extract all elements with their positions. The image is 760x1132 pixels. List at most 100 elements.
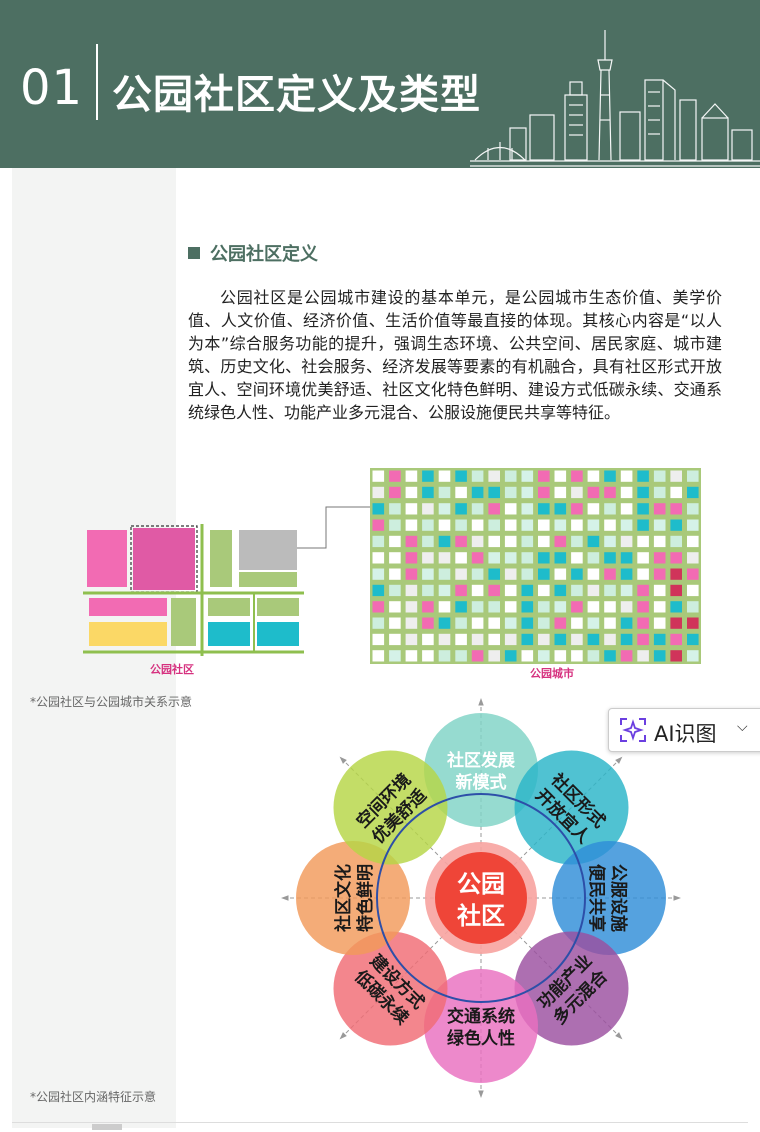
- city-block: [653, 552, 666, 564]
- city-block: [670, 568, 682, 580]
- city-block: [670, 486, 682, 499]
- city-block: [471, 552, 484, 564]
- city-block: [571, 519, 583, 531]
- city-block: [620, 617, 633, 629]
- city-block: [438, 519, 451, 531]
- city-block: [538, 584, 550, 597]
- definition-paragraph: 公园社区是公园城市建设的基本单元，是公园城市生态价值、美学价值、人文价值、经济价…: [188, 288, 722, 422]
- petal-label-line2: 特色鲜明: [355, 864, 376, 932]
- city-block: [372, 617, 385, 629]
- city-block: [604, 552, 616, 564]
- city-block: [538, 519, 550, 531]
- city-block: [604, 650, 616, 662]
- city-block: [471, 519, 484, 531]
- city-block: [521, 617, 534, 629]
- park-city-label: 公园城市: [530, 666, 574, 680]
- city-block: [389, 470, 401, 482]
- city-block: [620, 633, 633, 646]
- city-block: [422, 650, 434, 662]
- header-divider: [96, 44, 98, 120]
- bullet-square-icon: [188, 247, 200, 259]
- petal-circle: [514, 750, 629, 865]
- city-block: [554, 470, 567, 482]
- city-block: [405, 650, 418, 662]
- city-block: [538, 470, 550, 482]
- city-block: [521, 601, 534, 613]
- petal-circle: [514, 931, 629, 1046]
- city-block: [538, 617, 550, 629]
- city-block: [620, 568, 633, 580]
- city-block: [587, 519, 600, 531]
- center-circle: [435, 852, 527, 944]
- footer-divider: [12, 1122, 748, 1123]
- city-block: [405, 617, 418, 629]
- city-block: [637, 470, 649, 482]
- city-block: [422, 568, 434, 580]
- city-block: [471, 486, 484, 499]
- city-block: [538, 568, 550, 580]
- city-block: [372, 633, 385, 646]
- city-block: [687, 470, 699, 482]
- city-block: [521, 584, 534, 597]
- city-block: [521, 552, 534, 564]
- petal-label: 公服设施便民共享: [586, 864, 629, 932]
- city-block: [687, 633, 699, 646]
- city-block: [554, 617, 567, 629]
- city-block: [653, 486, 666, 499]
- city-block: [455, 486, 467, 499]
- chevron-down-icon[interactable]: ⌵: [737, 719, 748, 735]
- arrowhead-icon: [339, 1032, 347, 1040]
- petal-label-line1: 交通系统: [447, 1006, 515, 1027]
- city-block: [504, 584, 517, 597]
- city-block: [604, 601, 616, 613]
- city-block: [504, 568, 517, 580]
- city-block: [389, 584, 401, 597]
- petal-label-line2: 绿色人性: [447, 1028, 515, 1049]
- city-block: [438, 568, 451, 580]
- section-heading: 公园社区定义: [188, 240, 318, 266]
- city-block: [455, 519, 467, 531]
- city-block: [554, 519, 567, 531]
- city-block: [471, 601, 484, 613]
- ai-image-recognition-button[interactable]: AI识图 ⌵: [608, 708, 760, 752]
- city-block: [405, 486, 418, 499]
- city-block: [389, 535, 401, 548]
- city-block: [438, 650, 451, 662]
- city-block: [637, 535, 649, 548]
- city-block: [653, 519, 666, 531]
- city-block: [554, 503, 567, 515]
- city-block: [620, 601, 633, 613]
- city-block: [422, 503, 434, 515]
- city-block: [405, 633, 418, 646]
- city-block: [687, 601, 699, 613]
- city-block: [455, 584, 467, 597]
- chapter-number: 01: [20, 60, 84, 116]
- city-block: [587, 486, 600, 499]
- city-block: [455, 503, 467, 515]
- city-block: [538, 535, 550, 548]
- city-block: [620, 486, 633, 499]
- city-block: [637, 486, 649, 499]
- city-block: [389, 601, 401, 613]
- city-block: [687, 584, 699, 597]
- petal-label: 交通系统绿色人性: [447, 1006, 515, 1049]
- sparkle-scan-icon: [620, 718, 646, 742]
- city-block: [538, 486, 550, 499]
- city-block: [422, 519, 434, 531]
- chapter-title: 公园社区定义及类型: [112, 72, 481, 118]
- city-block: [521, 535, 534, 548]
- city-block: [571, 633, 583, 646]
- city-block: [488, 650, 500, 662]
- city-block: [504, 633, 517, 646]
- city-block: [372, 519, 385, 531]
- city-block: [571, 552, 583, 564]
- city-block: [389, 503, 401, 515]
- city-block: [670, 535, 682, 548]
- city-block: [587, 535, 600, 548]
- city-block: [438, 617, 451, 629]
- city-block: [538, 650, 550, 662]
- city-block: [571, 650, 583, 662]
- city-block: [604, 633, 616, 646]
